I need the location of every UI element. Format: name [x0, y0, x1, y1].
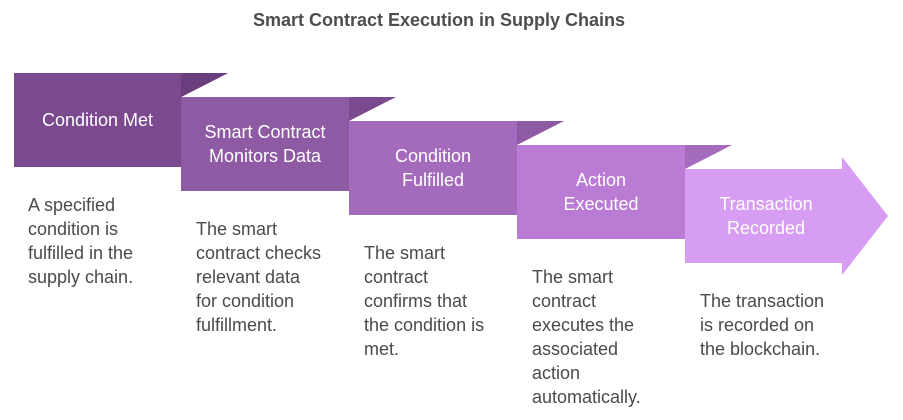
- step-2-tab: [349, 97, 396, 121]
- step-1-shape: [14, 73, 228, 167]
- step-1-body: [14, 73, 181, 167]
- step-4-description: The smart contract executes the associat…: [532, 267, 641, 407]
- step-1-top-tab: [181, 73, 228, 97]
- step-2-description: The smart contract checks relevant data …: [196, 219, 322, 335]
- step-3-tab: [517, 121, 564, 145]
- step-4-body: [517, 145, 685, 239]
- step-5-shape: [685, 157, 888, 275]
- step-2-body: [181, 97, 349, 191]
- step-4-label: Action Executed: [563, 170, 639, 214]
- step-2-label: Smart Contract Monitors Data: [204, 122, 326, 166]
- step-5-label: Transaction Recorded: [719, 194, 813, 238]
- step-5-arrow: [685, 157, 888, 275]
- step-3-shape: [349, 121, 564, 215]
- step-3-label: Condition Fulfilled: [394, 146, 472, 190]
- step-4-tab: [685, 145, 732, 169]
- step-1-description: A specified condition is fulfilled in th…: [28, 195, 134, 287]
- step-1-label: Condition Met: [41, 110, 154, 130]
- step-4-shape: [517, 145, 732, 239]
- step-2-shape: [181, 97, 396, 191]
- step-5-description: The transaction is recorded on the block…: [700, 291, 825, 359]
- step-3-description: The smart contract confirms that the con…: [364, 243, 485, 359]
- step-3-body: [349, 121, 517, 215]
- diagram-title: Smart Contract Execution in Supply Chain…: [252, 10, 626, 30]
